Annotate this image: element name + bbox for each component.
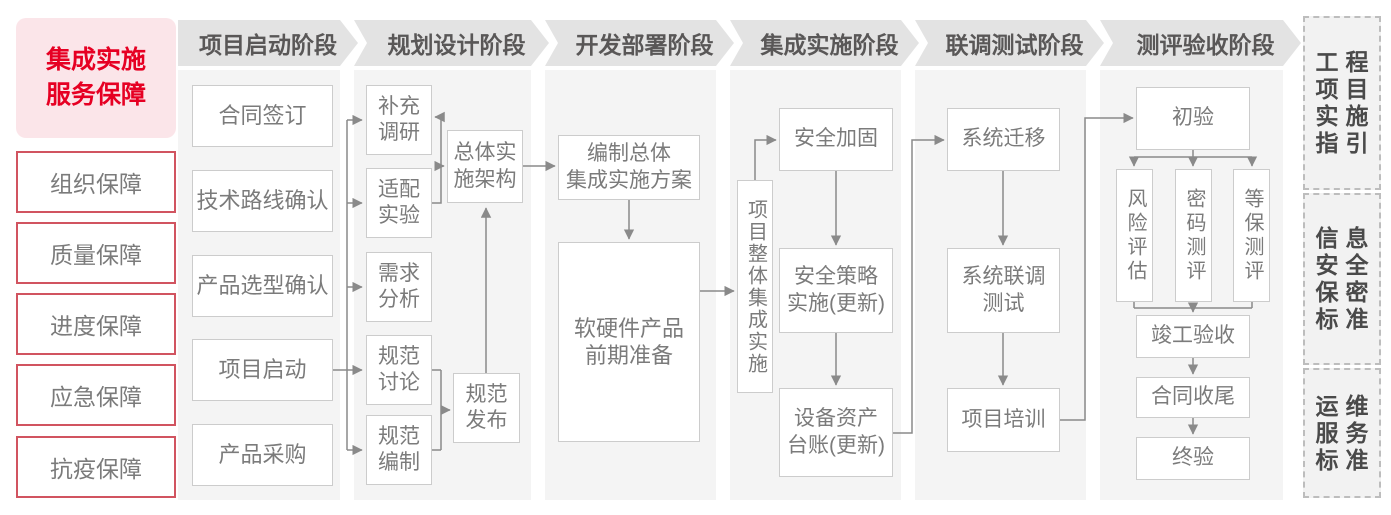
phase-header-joint-debug-test: 联调测试阶段	[915, 20, 1104, 66]
node-product-selection-confirm: 产品选型确认	[192, 255, 333, 317]
node-contract-closure: 合同收尾	[1136, 377, 1250, 418]
node-spec-release: 规范 发布	[453, 373, 520, 443]
sidebar-item-emergency-guarantee: 应急保障	[16, 364, 176, 426]
sidebar-item-quality-guarantee: 质量保障	[16, 222, 176, 284]
node-spec-drafting: 规范 编制	[366, 415, 432, 485]
node-overall-implementation-architecture: 总体实 施架构	[447, 130, 523, 203]
node-spec-discussion: 规范 讨论	[366, 335, 432, 405]
phase-header-planning-design: 规划设计阶段	[354, 20, 549, 66]
node-equipment-asset-ledger: 设备资产 台账(更新)	[779, 388, 893, 477]
node-overall-integration-plan: 编制总体 集成实施方案	[558, 135, 700, 200]
node-security-hardening: 安全加固	[779, 108, 893, 171]
reference-project-implementation-guide: 工程 项目 实施 指引	[1303, 16, 1381, 190]
node-initial-acceptance: 初验	[1136, 87, 1250, 150]
phase-header-develop-deploy: 开发部署阶段	[545, 20, 734, 66]
node-cryptography-evaluation: 密码测评	[1175, 169, 1212, 302]
sidebar-item-organization-guarantee: 组织保障	[16, 151, 176, 213]
node-final-acceptance: 终验	[1136, 437, 1250, 480]
phase-header-evaluation-acceptance: 测评验收阶段	[1100, 20, 1301, 66]
sidebar-item-schedule-guarantee: 进度保障	[16, 293, 176, 355]
node-tech-route-confirm: 技术路线确认	[192, 170, 333, 232]
node-contract-signing: 合同签订	[192, 85, 333, 147]
node-overall-project-integration: 项目整体集成实施	[737, 180, 773, 393]
node-risk-assessment: 风险评估	[1116, 169, 1153, 302]
node-project-training: 项目培训	[947, 388, 1060, 452]
node-requirement-analysis: 需求 分析	[366, 252, 432, 322]
reference-info-security-confidentiality-standard: 信息 安全 保密 标准	[1303, 193, 1381, 365]
phase-header-project-kickoff: 项目启动阶段	[178, 20, 358, 66]
node-system-joint-debug-test: 系统联调 测试	[947, 248, 1060, 333]
node-classified-protection-evaluation: 等保测评	[1233, 169, 1270, 302]
sidebar-title: 集成实施 服务保障	[16, 18, 176, 138]
node-completion-acceptance: 竣工验收	[1136, 315, 1250, 358]
node-system-migration: 系统迁移	[947, 108, 1060, 171]
node-security-policy-implementation: 安全策略 实施(更新)	[779, 248, 893, 333]
node-supplementary-research: 补充 调研	[366, 85, 432, 155]
phase-header-integration-implementation: 集成实施阶段	[730, 20, 919, 66]
reference-operation-maintenance-service-standard: 运维 服务 标准	[1303, 368, 1381, 498]
node-adaptation-experiment: 适配 实验	[366, 168, 432, 238]
node-product-procurement: 产品采购	[192, 424, 333, 486]
node-project-kickoff: 项目启动	[192, 339, 333, 401]
sidebar-item-epidemic-guarantee: 抗疫保障	[16, 436, 176, 498]
node-hw-sw-product-preparation: 软硬件产品 前期准备	[558, 242, 700, 442]
